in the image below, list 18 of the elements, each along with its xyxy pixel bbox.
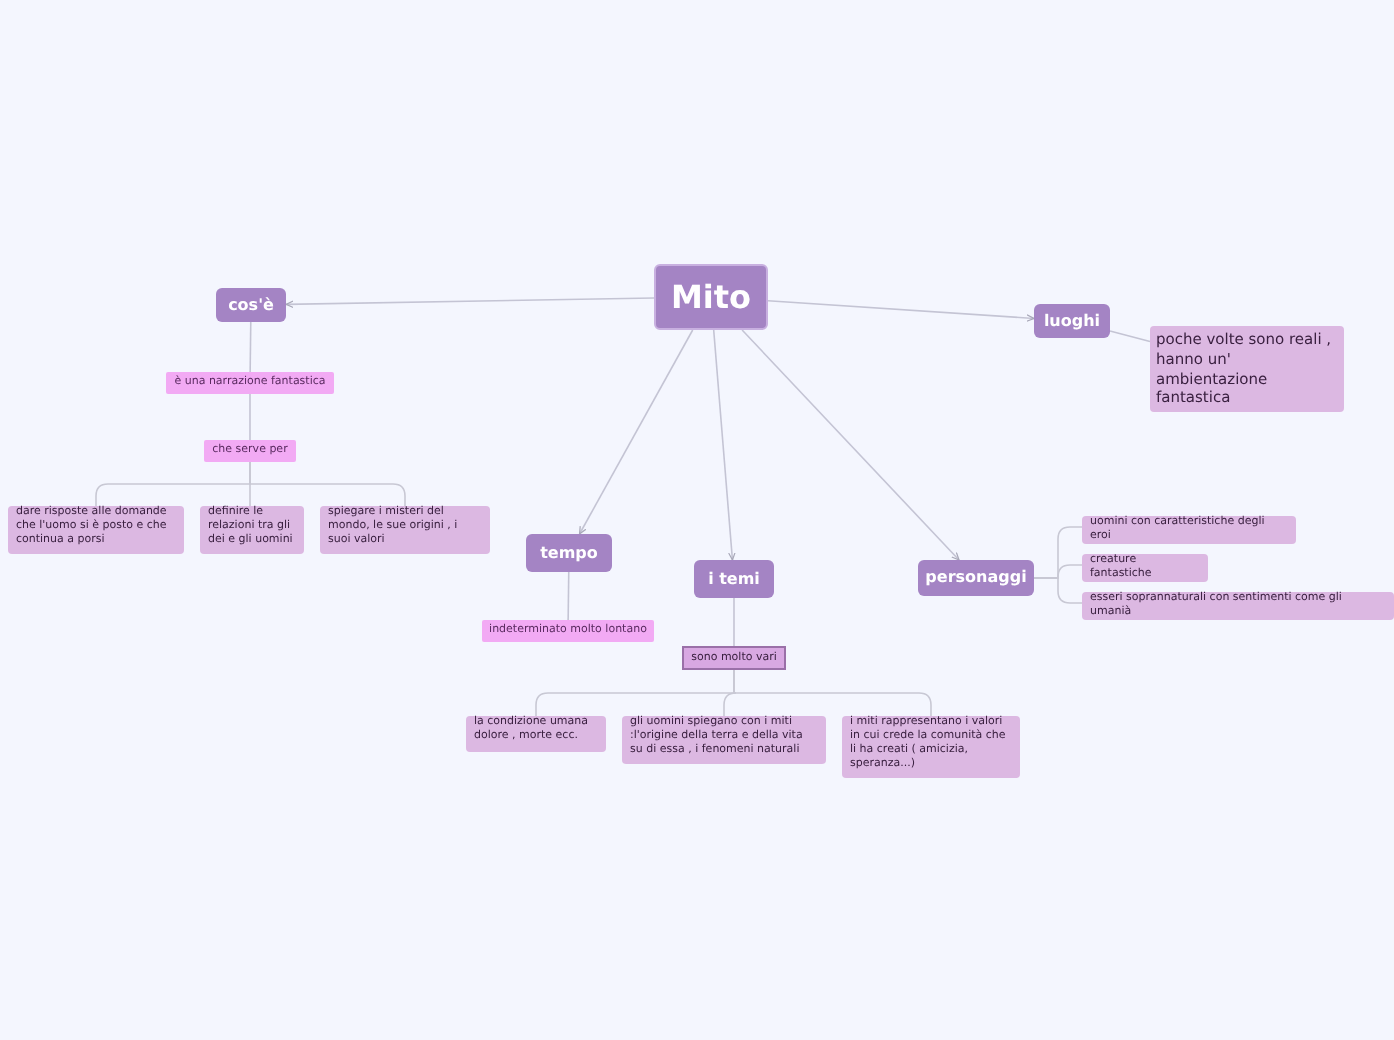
topic-box: personaggi xyxy=(918,560,1034,596)
connector-line xyxy=(567,571,570,621)
connector-line xyxy=(712,329,736,561)
topic-box: i temi xyxy=(694,560,774,598)
connector-line xyxy=(741,329,960,561)
connector-line xyxy=(285,297,655,309)
connector-line xyxy=(733,597,735,647)
connector-line xyxy=(767,300,1035,322)
topic-box: luoghi xyxy=(1034,304,1110,338)
topic-box: tempo xyxy=(526,534,612,572)
central-topic: Mito xyxy=(654,264,768,330)
connector-line xyxy=(249,321,252,373)
topic-box: cos'è xyxy=(216,288,286,322)
connector-line xyxy=(249,393,251,441)
connector-line xyxy=(249,461,406,507)
connector-line xyxy=(1109,330,1151,343)
connector-line xyxy=(1033,577,1083,604)
connector-line xyxy=(578,329,694,535)
